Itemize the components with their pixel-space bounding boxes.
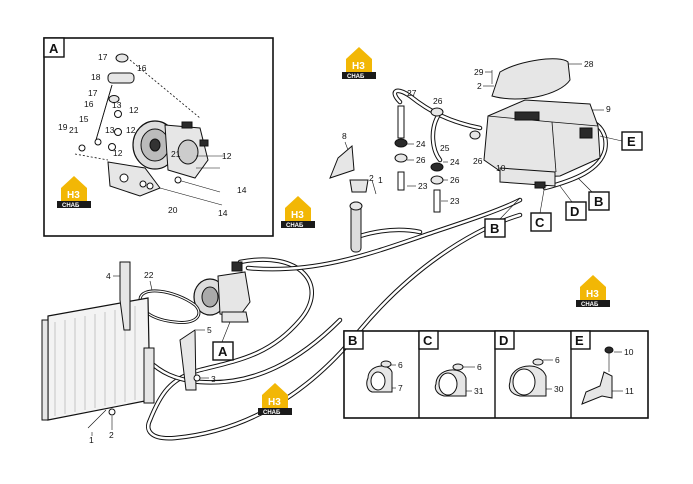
label-11: 11 bbox=[625, 386, 634, 396]
label-23: 23 bbox=[450, 196, 460, 206]
label-22: 22 bbox=[144, 270, 154, 280]
h3-snab-logo: H3 СНАБ bbox=[57, 176, 91, 209]
hvac-unit bbox=[483, 99, 601, 189]
callout-a: A bbox=[218, 344, 228, 359]
label-13: 13 bbox=[105, 125, 115, 135]
label-23: 23 bbox=[418, 181, 428, 191]
label-31: 31 bbox=[474, 386, 484, 396]
label-24: 24 bbox=[450, 157, 460, 167]
inset-e-letter: E bbox=[575, 333, 584, 348]
svg-text:H3: H3 bbox=[586, 289, 599, 300]
pipe-supports bbox=[394, 105, 481, 213]
label-12: 12 bbox=[126, 125, 136, 135]
cover-28 bbox=[491, 58, 571, 100]
label-9: 9 bbox=[606, 104, 611, 114]
label-12: 12 bbox=[129, 105, 139, 115]
label-2: 2 bbox=[477, 81, 482, 91]
label-3: 3 bbox=[211, 374, 216, 384]
receiver-drier bbox=[329, 144, 377, 253]
label-14: 14 bbox=[237, 185, 247, 195]
label-13: 13 bbox=[112, 100, 122, 110]
label-27: 27 bbox=[407, 88, 417, 98]
label-4: 4 bbox=[106, 271, 111, 281]
callout-b: B bbox=[490, 221, 499, 236]
callout-e: E bbox=[627, 134, 636, 149]
svg-text:СНАБ: СНАБ bbox=[581, 302, 599, 308]
label-15: 15 bbox=[79, 114, 89, 124]
bracket-5 bbox=[179, 329, 197, 391]
label-18: 18 bbox=[91, 72, 101, 82]
label-1: 1 bbox=[378, 175, 383, 185]
condenser bbox=[41, 297, 155, 421]
label-12: 12 bbox=[113, 148, 123, 158]
svg-text:СНАБ: СНАБ bbox=[347, 74, 365, 80]
label-16: 16 bbox=[84, 99, 94, 109]
svg-text:СНАБ: СНАБ bbox=[62, 203, 80, 209]
inset-a-panel: A 17 16 bbox=[43, 37, 274, 237]
callout-boxes: A B C D B E bbox=[212, 131, 643, 361]
main-part-labels: 29 28 2 9 27 26 25 24 26 24 26 26 23 23 … bbox=[89, 59, 611, 445]
label-24: 24 bbox=[416, 139, 426, 149]
inset-a-letter: A bbox=[49, 41, 59, 56]
svg-text:H3: H3 bbox=[352, 61, 365, 72]
main-compressor bbox=[193, 261, 251, 323]
label-26: 26 bbox=[450, 175, 460, 185]
inset-b-letter: B bbox=[348, 333, 357, 348]
callout-d: D bbox=[570, 204, 579, 219]
callout-c: C bbox=[535, 215, 545, 230]
label-30: 30 bbox=[554, 384, 564, 394]
label-26: 26 bbox=[473, 156, 483, 166]
label-26: 26 bbox=[433, 96, 443, 106]
label-14: 14 bbox=[218, 208, 228, 218]
inset-c-letter: C bbox=[423, 333, 433, 348]
h3-snab-logo: H3 СНАБ bbox=[281, 196, 315, 229]
label-7: 7 bbox=[398, 383, 403, 393]
label-12: 12 bbox=[222, 151, 232, 161]
label-21: 21 bbox=[69, 125, 79, 135]
refrigerant-hoses bbox=[145, 88, 608, 441]
label-2: 2 bbox=[369, 173, 374, 183]
nut-16-top bbox=[115, 53, 129, 63]
label-26: 26 bbox=[416, 155, 426, 165]
label-2: 2 bbox=[109, 430, 114, 440]
label-10: 10 bbox=[496, 163, 506, 173]
label-29: 29 bbox=[474, 67, 484, 77]
inset-d-letter: D bbox=[499, 333, 508, 348]
h3-snab-logo: H3 СНАБ bbox=[342, 47, 376, 80]
bracket-4 bbox=[119, 261, 131, 331]
detail-insets: B 6 7 C 6 31 D 6 30 E 10 11 bbox=[343, 330, 649, 419]
label-6: 6 bbox=[398, 360, 403, 370]
svg-text:СНАБ: СНАБ bbox=[286, 223, 304, 229]
svg-text:H3: H3 bbox=[268, 397, 281, 408]
label-20: 20 bbox=[168, 205, 178, 215]
label-6: 6 bbox=[555, 355, 560, 365]
svg-text:СНАБ: СНАБ bbox=[263, 410, 281, 416]
nut-16-mid bbox=[108, 95, 120, 103]
label-25: 25 bbox=[440, 143, 450, 153]
h3-snab-logo: H3 СНАБ bbox=[576, 275, 610, 308]
svg-text:H3: H3 bbox=[291, 210, 304, 221]
label-1: 1 bbox=[89, 435, 94, 445]
callout-b: B bbox=[594, 194, 603, 209]
label-5: 5 bbox=[207, 325, 212, 335]
label-21: 21 bbox=[171, 149, 181, 159]
label-28: 28 bbox=[584, 59, 594, 69]
label-8: 8 bbox=[342, 131, 347, 141]
label-17: 17 bbox=[88, 88, 98, 98]
bracket-rod-18 bbox=[107, 72, 135, 84]
label-10: 10 bbox=[624, 347, 634, 357]
svg-text:H3: H3 bbox=[67, 190, 80, 201]
label-6: 6 bbox=[477, 362, 482, 372]
label-17: 17 bbox=[98, 52, 108, 62]
label-19: 19 bbox=[58, 122, 68, 132]
label-16: 16 bbox=[137, 63, 147, 73]
h3-snab-logo: H3 СНАБ bbox=[258, 383, 292, 416]
